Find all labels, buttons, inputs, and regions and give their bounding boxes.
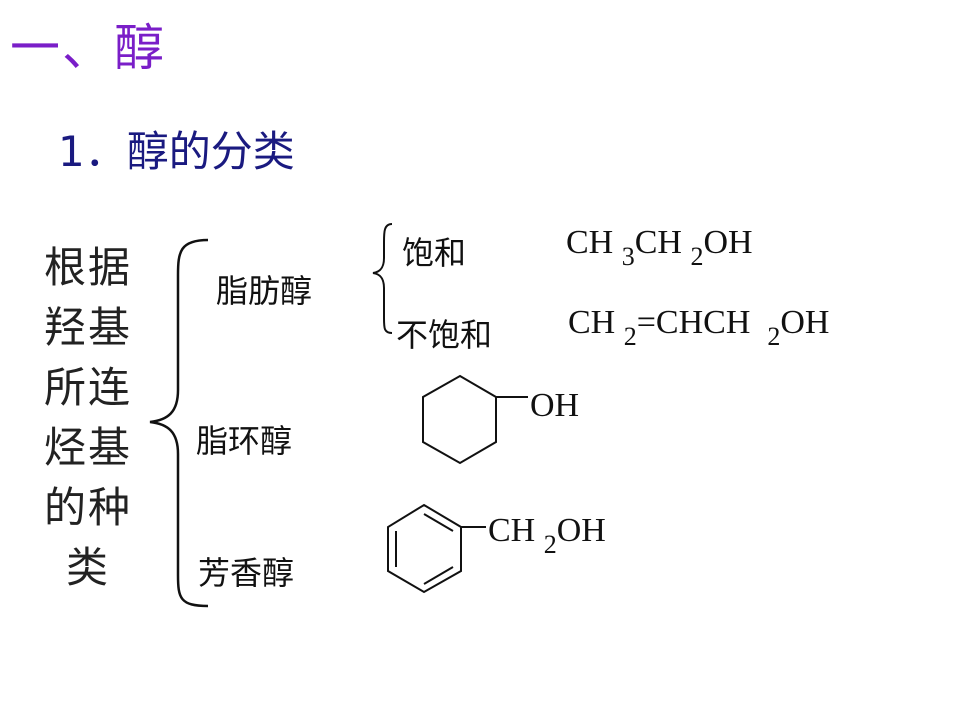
sub-brace [372, 223, 393, 334]
unsaturated-label: 不饱和 [396, 316, 493, 354]
section-title: 1．醇的分类 [58, 127, 295, 176]
classification-criterion: 根据羟基所连烃基的种类 [43, 243, 132, 592]
saturated-label: 饱和 [402, 234, 467, 272]
aromatic-alcohol-label: 芳香醇 [198, 554, 295, 592]
cyclohexanol-oh-group: OH [530, 387, 580, 424]
allyl-alcohol-formula: CH 2=CHCH 2OH [568, 304, 830, 351]
benzyl-alcohol-formula: CH 2OH [488, 512, 606, 559]
main-brace [149, 238, 209, 608]
page-title: 一、醇 [10, 19, 166, 77]
benzene-ring [387, 503, 486, 594]
aliphatic-alcohol-label: 脂肪醇 [216, 272, 313, 310]
ethanol-formula: CH 3CH 2OH [566, 224, 753, 271]
cyclohexane-ring [422, 374, 528, 465]
alicyclic-alcohol-label: 脂环醇 [196, 422, 293, 460]
